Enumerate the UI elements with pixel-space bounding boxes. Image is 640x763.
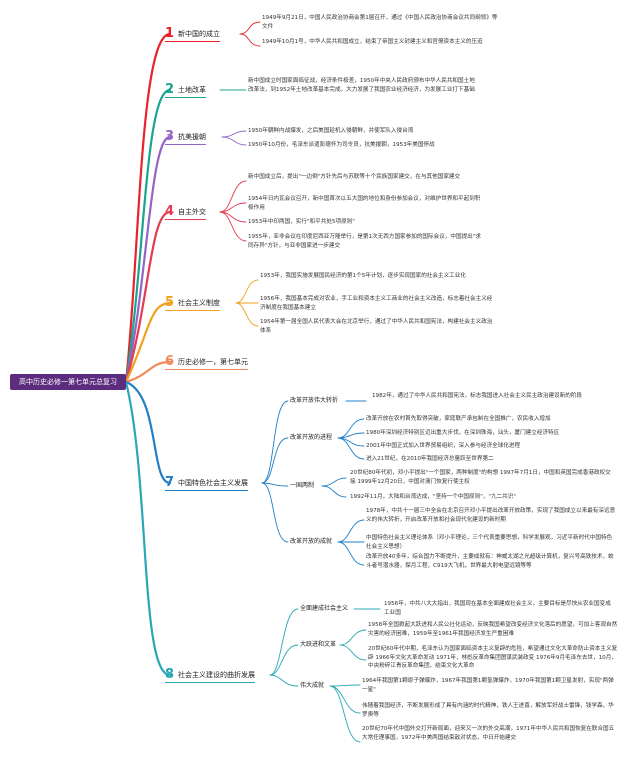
link-b2 <box>124 88 172 384</box>
branch-node-5[interactable]: 5 社会主义制度 <box>165 295 221 311</box>
leaf-7-1-1: 1982年，通过了中华人民共和国宪法，标志我国进入社会主义民主政治建设新的阶段 <box>372 393 583 399</box>
branch-title-3: 抗美援朝 <box>178 132 207 141</box>
branch-title-8: 社会主义建设的曲折发展 <box>178 670 256 679</box>
branch-number-2: 2 <box>165 82 175 97</box>
branch-title-7: 中国特色社会主义发展 <box>178 478 249 487</box>
leaf-7-2-1: 改革开放在农村首先取得突破，家庭联产承包制在全国推广，农民收入增加 <box>366 416 551 422</box>
sub-7-4[interactable]: 改革开放的成就 <box>290 538 333 545</box>
leaf-2-1: 新中国成立时国家面临征战，经济条件极差，1950年中央人民政府颁布中华人民共和国… <box>248 78 475 93</box>
leaf-1-2: 1949年10月1号，中华人民共和国成立，结束了帝国主义封建主义和官僚资本主义的… <box>262 39 483 45</box>
link-b1 <box>124 32 172 384</box>
leaf-4-4: 1955年，亚非会议在印度尼西亚万隆举行，是第1次无西方国家参加的国际会议，中国… <box>248 234 481 249</box>
sub-7-3[interactable]: 一国两制 <box>290 482 315 489</box>
branch-node-4[interactable]: 4 自主外交 <box>165 204 207 220</box>
link-b8 <box>124 380 172 677</box>
link-b4 <box>124 210 172 384</box>
leaf-7-4-1: 1978年，中共十一届三中全会在北京召开邓小平提出改革开放政策，实现了我国成立以… <box>366 508 616 523</box>
leaf-8-2-2: 20世纪60年代中期，毛泽东认为国家面临资本主义复辟的危险，希望通过文化大革命防… <box>368 646 618 670</box>
branch-number-3: 3 <box>165 129 175 144</box>
leaf-7-2-4: 进入21世纪，在2010年我国经济总量跃至世界第二 <box>366 456 494 462</box>
leaf-5-2: 1956年，我国基本完成对农业，手工业和资本主义工商业的社会主义改造，标志着社会… <box>260 296 493 311</box>
leaf-8-1-1: 1956年，中共八大大指出，我国现在基本全面建成社会主义，主要目标是尽快从农业国… <box>384 601 611 616</box>
branch-node-1[interactable]: 1 新中国的成立 <box>165 26 221 42</box>
branch-number-1: 1 <box>165 26 175 41</box>
leaf-8-3-1: 1964年我国第1颗原子弹爆炸，1967年我国第1颗氢弹爆炸，1970年我国第1… <box>362 678 614 693</box>
leaf-7-3-2: 1992年11月，大陆和台湾达成，"坚持一个中国原则"，"九二共识" <box>350 494 516 500</box>
branch-title-6: 历史必修一，第七单元 <box>178 357 249 366</box>
leaf-8-2-1: 1958年全国掀起大跃进和人民公社化运动，反映我国希望改变经济文化落后的愿望，可… <box>368 622 618 637</box>
leaf-1-1: 1949年9月21日，中国人民政治协商会第1届召开，通过《中国人民政治协商会议共… <box>262 15 498 30</box>
leaf-7-3-1: 20世纪80年代初，邓小平提出"一个国家，两种制度"的构想 1997年7月1日，… <box>350 470 611 485</box>
branch-title-4: 自主外交 <box>178 207 207 216</box>
leaf-5-1: 1953年，我国实施发展国民经济的第1个5年计划，逐步实现国家的社会主义工业化 <box>260 273 466 279</box>
link-b5 <box>124 301 172 384</box>
root-node[interactable]: 高中历史必修一第七单元总复习 <box>10 374 126 390</box>
branch-number-4: 4 <box>165 204 175 219</box>
leaf-4-3: 1953年中印两国，实行"和平共处5项原则" <box>248 219 355 225</box>
sub-8-3[interactable]: 伟大成就 <box>300 682 325 689</box>
leaf-3-2: 1950年10月份，毛泽东派遣彭德怀为司令员，抗美援朝，1953年美国停战 <box>248 142 435 148</box>
branch-title-1: 新中国的成立 <box>178 29 221 38</box>
sub-7-2[interactable]: 改革开放的进程 <box>290 434 333 441</box>
branch-number-7: 7 <box>165 475 175 490</box>
sub-8-1[interactable]: 全面建成社会主义 <box>300 605 349 612</box>
leaf-7-4-2: 中国特色社会主义理论体系（邓小平理论，三个代表重要思想，科学发展观，习近平新时代… <box>366 535 613 550</box>
branch-number-5: 5 <box>165 295 175 310</box>
branch-node-6[interactable]: 6 历史必修一，第七单元 <box>165 354 249 370</box>
branch-number-6: 6 <box>165 354 175 369</box>
branch-title-5: 社会主义制度 <box>178 298 221 307</box>
leaf-5-3: 1954年第一届全国人民代表大会在北京举行，通过了中华人民共和国宪法，构建社会主… <box>260 319 493 334</box>
leaf-8-3-3: 20世纪70年代中国外交打开新局面，迎来又一次的外交高潮，1971年中华人民共和… <box>362 726 615 741</box>
link-b7 <box>124 380 172 485</box>
branch-node-8[interactable]: 8 社会主义建设的曲折发展 <box>165 667 256 683</box>
sub-8-2[interactable]: 大跃进和文革 <box>300 641 337 648</box>
link-b3 <box>124 135 172 384</box>
leaf-7-2-3: 2001年中国正式加入世界贸易组织，深入参与经济全球化进程 <box>366 443 521 449</box>
leaf-4-2: 1954年日内瓦会议召开，新中国首次以五大国的地位和身份参加会议，对维护世界和平… <box>248 196 481 211</box>
branch-number-8: 8 <box>165 667 175 682</box>
branch-node-7[interactable]: 7 中国特色社会主义发展 <box>165 475 249 491</box>
link-b6 <box>124 360 172 384</box>
leaf-4-1: 新中国成立后，提出"一边倒"方针先后与苏联等十个民族国家建交，在与其他国家建交 <box>248 174 461 180</box>
branch-node-2[interactable]: 2 土地改革 <box>165 82 207 98</box>
branch-node-3[interactable]: 3 抗美援朝 <box>165 129 207 145</box>
leaf-7-2-2: 1980年深圳经济特别区迈出重大步伐，在深圳珠海，汕头，厦门建立经济特区 <box>366 430 560 436</box>
leaf-7-4-3: 改革开放40多年，综合国力不断提升，主要成就有：神威太湖之光超级计算机，复兴号高… <box>366 554 614 569</box>
leaf-8-3-2: 伟随着我国经济，不断发展形成了具有内涵的时代精神，铁人王进喜，解放军好战士雷锋，… <box>362 703 614 718</box>
sub-7-1[interactable]: 改革开放伟大转折 <box>290 397 339 404</box>
leaf-3-1: 1950年朝鲜内战爆发，之后美国趁机入侵朝鲜，并使军队入侵台湾 <box>248 128 414 134</box>
branch-title-2: 土地改革 <box>178 85 207 94</box>
